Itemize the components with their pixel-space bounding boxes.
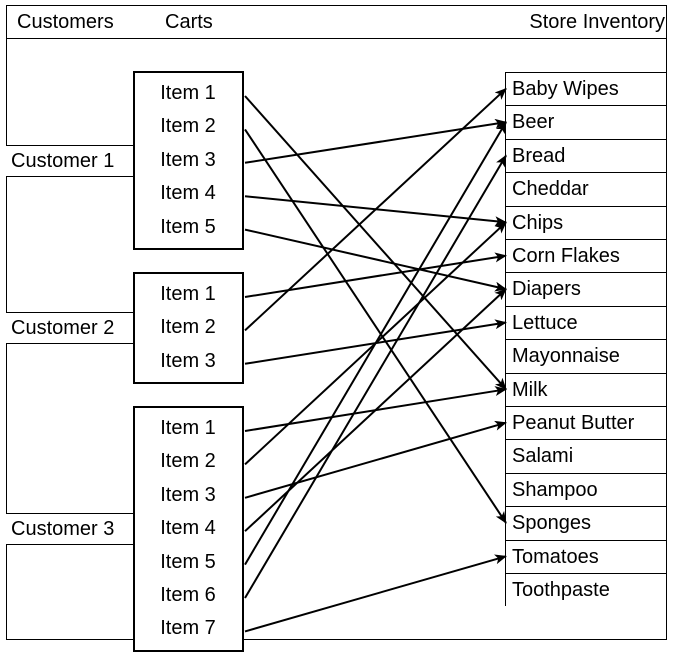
inventory-item: Milk — [505, 373, 667, 406]
cart-item: Item 3 — [160, 483, 216, 506]
customers-header: Customers — [17, 11, 114, 33]
cart-customer-1: Item 1 Item 2 Item 3 Item 4 Item 5 — [133, 71, 244, 250]
inventory-item: Cheddar — [505, 172, 667, 205]
inventory-item: Salami — [505, 439, 667, 472]
cart-item: Item 7 — [160, 617, 216, 640]
inventory-item: Beer — [505, 105, 667, 138]
inventory-item: Corn Flakes — [505, 239, 667, 272]
inventory-item: Toothpaste — [505, 573, 667, 606]
cart-item: Item 6 — [160, 584, 216, 606]
customer-label: Customer 1 — [6, 145, 133, 177]
inventory-item: Sponges — [505, 506, 667, 539]
cart-item: Item 4 — [160, 517, 216, 540]
customer-label: Customer 3 — [6, 513, 133, 545]
header-divider — [6, 38, 667, 39]
inventory-item: Baby Wipes — [505, 72, 667, 105]
cart-item: Item 1 — [160, 417, 216, 439]
inventory-item: Chips — [505, 206, 667, 239]
carts-header: Carts — [165, 11, 213, 33]
cart-item: Item 4 — [160, 182, 216, 205]
cart-item: Item 5 — [160, 215, 216, 238]
cart-item: Item 3 — [160, 148, 216, 171]
store-inventory-header: Store Inventory — [529, 11, 665, 33]
inventory-item: Diapers — [505, 272, 667, 305]
cart-item: Item 5 — [160, 550, 216, 573]
cart-item: Item 1 — [160, 283, 216, 305]
cart-item: Item 2 — [160, 115, 216, 138]
inventory-item: Bread — [505, 139, 667, 172]
customer-label: Customer 2 — [6, 312, 133, 344]
inventory-item: Shampoo — [505, 473, 667, 506]
cart-customer-3: Item 1 Item 2 Item 3 Item 4 Item 5 Item 6 Item… — [133, 406, 244, 652]
inventory-item: Mayonnaise — [505, 339, 667, 372]
cart-item: Item 2 — [160, 316, 216, 339]
cart-item: Item 2 — [160, 450, 216, 473]
inventory-item: Tomatoes — [505, 540, 667, 573]
cart-item: Item 3 — [160, 349, 216, 372]
inventory-item: Lettuce — [505, 306, 667, 339]
cart-customer-2: Item 1 Item 2 Item 3 — [133, 272, 244, 384]
cart-item: Item 1 — [160, 82, 216, 104]
inventory-item: Peanut Butter — [505, 406, 667, 439]
